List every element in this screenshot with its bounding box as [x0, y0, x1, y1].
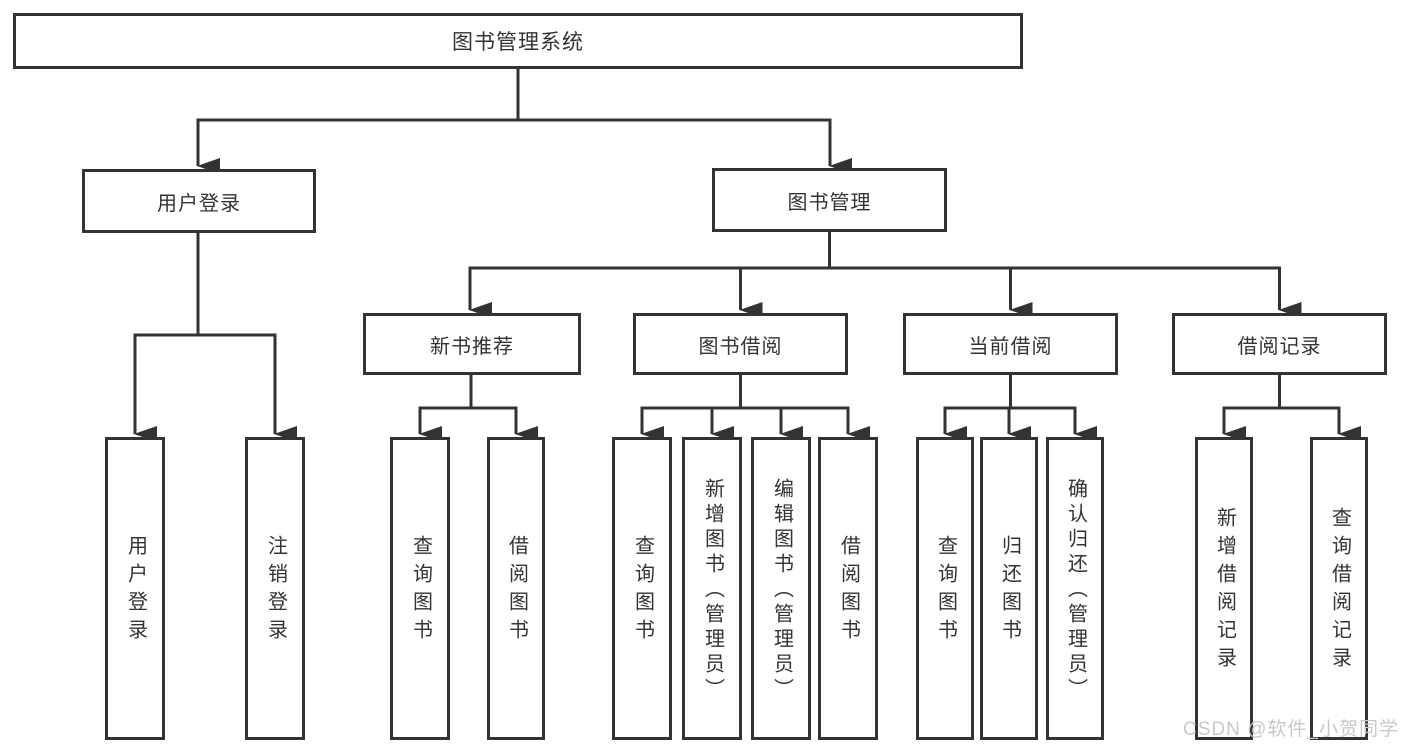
leaf-logout: 注销登录	[245, 437, 305, 740]
connector-trunks	[133, 69, 1341, 410]
node-root-system: 图书管理系统	[13, 13, 1023, 69]
leaf-edit-books-admin: 编辑图书（管理员）	[751, 437, 811, 740]
leaf-return-books: 归还图书	[980, 437, 1038, 740]
leaf-user-login: 用户登录	[105, 437, 165, 740]
leaf-query-books-recommend: 查询图书	[390, 437, 450, 740]
leaf-confirm-return-admin: 确认归还（管理员）	[1046, 437, 1104, 740]
leaf-borrow-books-recommend: 借阅图书	[487, 437, 545, 740]
leaf-query-books-borrow: 查询图书	[612, 437, 672, 740]
node-book-management: 图书管理	[712, 168, 947, 232]
csdn-watermark: CSDN @软件_小贺同学	[1183, 719, 1399, 740]
node-user-login: 用户登录	[82, 169, 316, 233]
node-new-book-recommendation: 新书推荐	[363, 313, 581, 375]
node-current-borrowing: 当前借阅	[903, 313, 1118, 375]
node-book-borrowing: 图书借阅	[633, 313, 848, 375]
leaf-add-books-admin: 新增图书（管理员）	[682, 437, 742, 740]
leaf-query-borrow-record: 查询借阅记录	[1310, 437, 1368, 740]
leaf-query-books-current: 查询图书	[916, 437, 974, 740]
node-borrowing-records: 借阅记录	[1172, 313, 1387, 375]
leaf-borrow-books: 借阅图书	[818, 437, 878, 740]
leaf-add-borrow-record: 新增借阅记录	[1195, 437, 1253, 740]
